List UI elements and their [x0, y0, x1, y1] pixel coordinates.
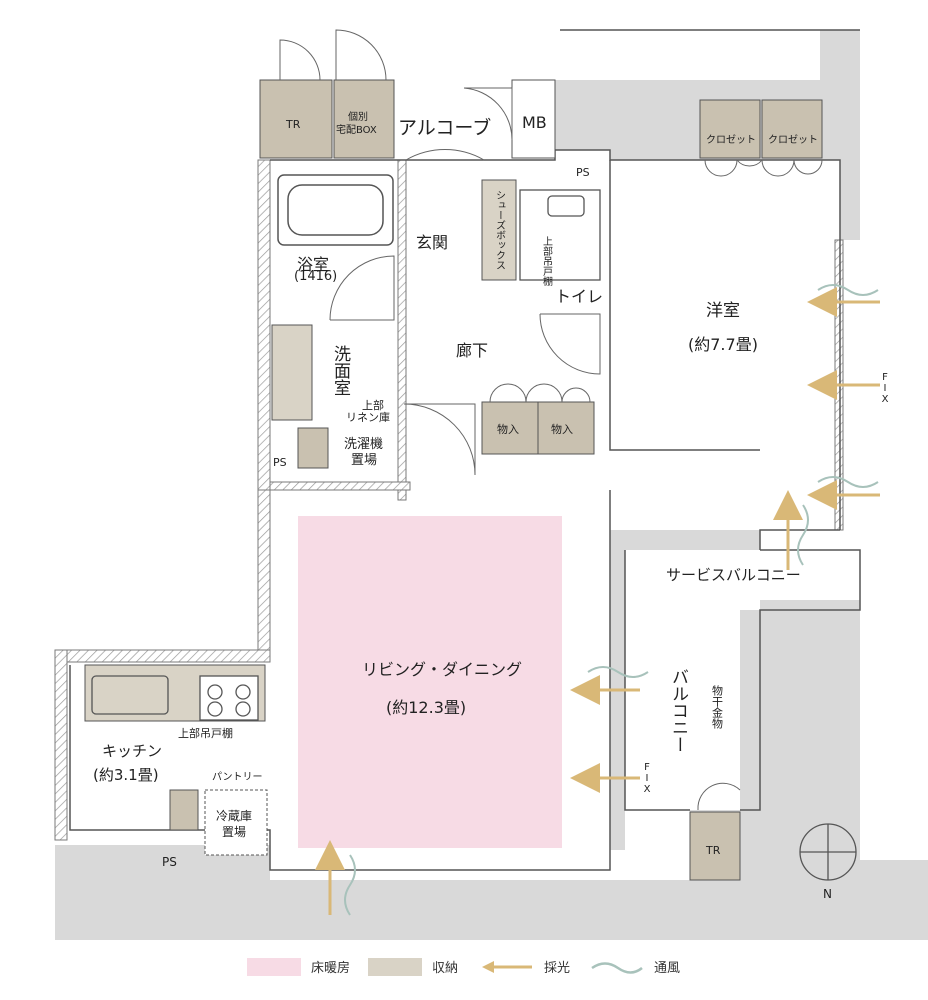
ps-bottom-label: PS — [162, 855, 177, 869]
washroom-label: 洗面室 — [330, 345, 351, 396]
legend-wind-label: 通風 — [654, 961, 681, 976]
legend: 床暖房 収納 採光 通風 — [0, 952, 928, 982]
door-swings — [279, 29, 823, 811]
ps-top-label: PS — [576, 166, 590, 179]
balcony-label: バルコニー — [668, 668, 688, 753]
storage-box-1 — [481, 401, 539, 455]
fix-2-label: FIX — [642, 762, 653, 795]
living-size-label: (約12.3畳) — [386, 698, 466, 717]
bath-label: 浴室 — [297, 255, 329, 274]
legend-light-label: 採光 — [544, 961, 571, 976]
storage-box-2 — [537, 401, 595, 455]
kitchen-label: キッチン — [102, 742, 162, 760]
toilet-label: トイレ — [555, 287, 603, 306]
storage-2-label: 物入 — [551, 422, 573, 436]
mb-label: MB — [522, 113, 547, 132]
pantry-label: パントリー — [212, 771, 263, 783]
plan-outlines — [69, 29, 861, 871]
floor-heating-area — [298, 516, 562, 848]
fridge-space — [204, 789, 268, 856]
tr-top-box — [259, 79, 333, 159]
kitchen-size-label: (約3.1畳) — [93, 766, 159, 784]
entrance-label: 玄関 — [416, 233, 448, 252]
closet-box-1 — [699, 99, 761, 159]
kitchen-fixtures — [91, 675, 259, 721]
kitchen-upper-label: 上部吊戸棚 — [178, 726, 233, 740]
closet-2-label: クロゼット — [768, 134, 818, 146]
fridge-label-1: 冷蔵庫 — [216, 809, 252, 823]
delivery-box-label: 個別宅配BOX — [336, 110, 377, 136]
shoe-box-label: シューズボックス — [494, 190, 506, 270]
legend-storage-label: 収納 — [432, 961, 459, 976]
legend-floor-heating-label: 床暖房 — [311, 961, 351, 976]
linen-label: リネン庫 — [346, 410, 390, 424]
room-labels: アルコーブ MB TR 個別宅配BOX PS クロゼット クロゼット 浴室 (1… — [93, 110, 891, 901]
drying-hardware-label: 物干金物 — [711, 684, 724, 729]
shoe-box — [481, 179, 517, 281]
washroom-counter — [271, 324, 313, 421]
legend-storage: 収納 — [368, 957, 458, 976]
western-room-label: 洋室 — [706, 301, 740, 321]
tr-bottom-box — [689, 811, 741, 881]
living-label: リビング・ダイニング — [362, 660, 522, 679]
linen-upper-label: 上部 — [362, 398, 384, 412]
legend-wind: 通風 — [590, 957, 680, 976]
service-balcony-label: サービスバルコニー — [666, 566, 801, 584]
linen-box — [297, 427, 329, 469]
light-arrow-icon — [482, 960, 532, 973]
storage-swatch — [368, 957, 422, 976]
wind-icon — [591, 961, 643, 974]
corridor-label: 廊下 — [456, 341, 488, 360]
tr-top-label: TR — [285, 118, 301, 131]
compass — [799, 823, 857, 881]
wind-marks — [344, 284, 879, 916]
light-arrows — [315, 287, 880, 915]
toilet-fixture — [519, 189, 601, 281]
fix-1-label: FIX — [880, 372, 891, 405]
alcove-label: アルコーブ — [398, 116, 491, 139]
floor-heating-swatch — [247, 957, 301, 976]
pantry-box — [169, 789, 199, 831]
closet-1-label: クロゼット — [706, 134, 756, 146]
storage-1-label: 物入 — [497, 422, 519, 436]
bathtub — [277, 174, 394, 246]
fridge-label-2: 置場 — [222, 825, 246, 839]
western-room-size-label: (約7.7畳) — [688, 335, 758, 354]
mb-box — [511, 79, 556, 159]
delivery-box — [333, 79, 395, 159]
legend-floor-heating: 床暖房 — [247, 957, 350, 976]
toilet-upper-label: 上部吊戸棚 — [541, 236, 553, 287]
ps-mid-label: PS — [273, 456, 287, 469]
closet-box-2 — [761, 99, 823, 159]
washer-label-2: 置場 — [351, 453, 377, 468]
bath-size-label: (1416) — [294, 269, 337, 284]
legend-light: 採光 — [480, 957, 570, 976]
washer-label-1: 洗濯機 — [344, 437, 383, 452]
tr-bottom-label: TR — [705, 844, 721, 857]
compass-n-label: N — [823, 887, 832, 901]
